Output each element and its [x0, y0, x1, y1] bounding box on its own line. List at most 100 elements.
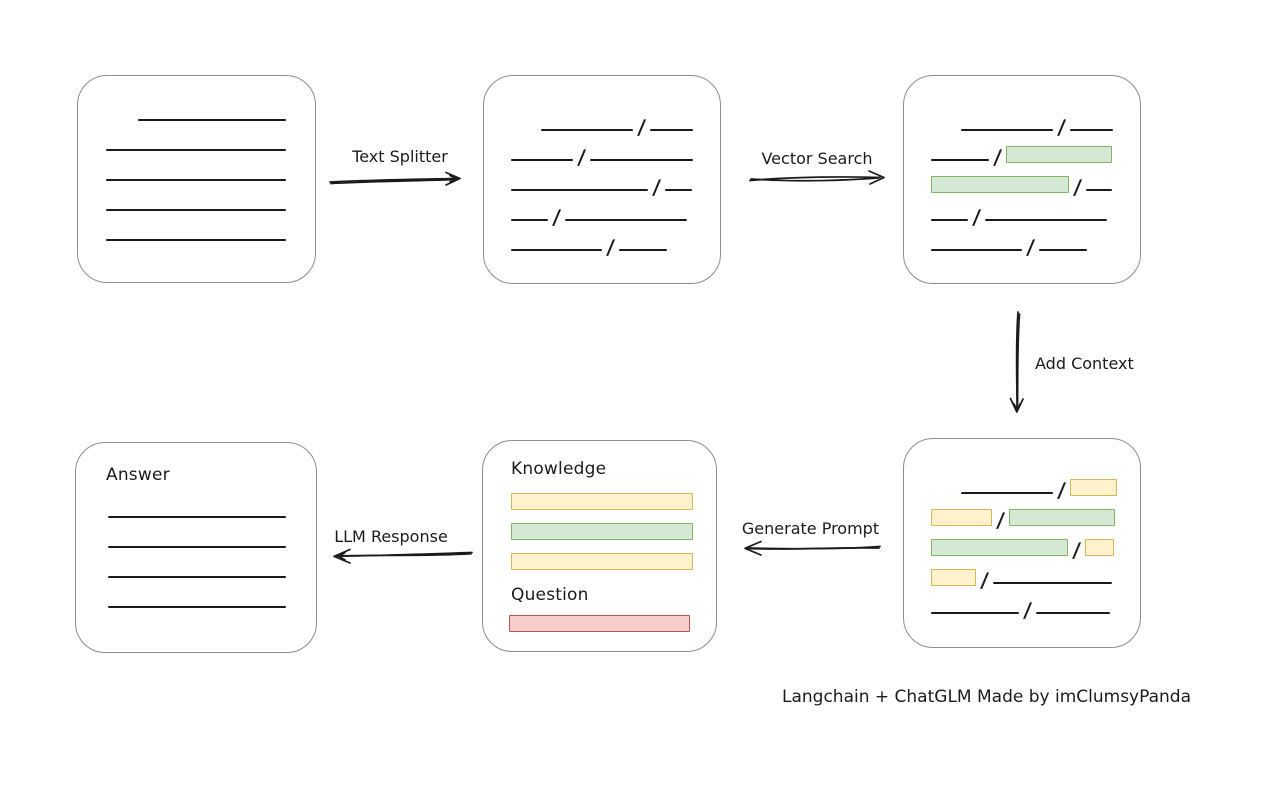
text-line-slot	[106, 124, 286, 154]
text-line	[106, 239, 286, 241]
text-line	[565, 219, 688, 221]
text-splitter-label: Text Splitter	[352, 147, 448, 166]
red-highlight-bar	[509, 615, 690, 632]
vector-matches-box: /////	[903, 75, 1141, 284]
split-chunk-rows: /////	[511, 104, 694, 259]
text-line	[1070, 129, 1114, 131]
vector-search-label: Vector Search	[761, 149, 873, 168]
text-line	[961, 129, 1053, 131]
text-line	[108, 546, 286, 548]
text-line	[931, 219, 968, 221]
yellow-highlight-bar	[1085, 539, 1115, 556]
text-line-slot	[108, 551, 286, 581]
chunk-row: /	[931, 164, 1113, 199]
knowledge-label: Knowledge	[511, 459, 607, 479]
chunk-row: /	[931, 527, 1117, 562]
yellow-highlight-bar	[931, 509, 992, 526]
text-line-slot	[106, 214, 286, 244]
generate-prompt-label: Generate Prompt	[741, 519, 880, 538]
chunk-row: /	[931, 497, 1117, 532]
slash-separator: /	[1025, 235, 1036, 259]
question-label: Question	[511, 585, 589, 605]
yellow-highlight-bar	[931, 569, 976, 586]
vector-search-arrow	[749, 170, 885, 185]
text-line	[138, 119, 286, 121]
slash-separator: /	[1022, 598, 1033, 622]
text-line	[106, 209, 286, 211]
green-highlight-bar	[511, 523, 693, 540]
bar-slot	[509, 611, 690, 641]
bar-slot	[511, 549, 693, 579]
chunk-row: /	[931, 134, 1113, 169]
chunk-row: /	[931, 224, 1113, 259]
text-line	[511, 159, 573, 161]
text-line	[931, 249, 1022, 251]
generate-prompt-arrow	[744, 540, 881, 556]
text-line-slot	[106, 184, 286, 214]
text-line	[511, 189, 648, 191]
add-context-arrow	[1009, 311, 1024, 413]
text-line	[1039, 249, 1088, 251]
text-line	[619, 249, 668, 251]
text-line	[541, 129, 633, 131]
text-line	[106, 179, 286, 181]
text-line	[1086, 189, 1113, 191]
text-line-slot	[106, 94, 286, 124]
yellow-highlight-bar	[511, 493, 693, 510]
chunk-row: /	[511, 164, 693, 199]
text-line	[665, 189, 693, 191]
llm-response-label: LLM Response	[334, 527, 448, 546]
chunk-row: /	[511, 224, 693, 259]
bar-slot	[511, 519, 693, 549]
text-line-slot	[108, 491, 286, 521]
chunk-row: /	[931, 587, 1117, 622]
add-context-label: Add Context	[1035, 354, 1134, 373]
question-bars	[509, 611, 690, 641]
context-chunks-box: /////	[903, 438, 1141, 648]
chunk-row: /	[961, 467, 1118, 502]
text-line	[961, 492, 1053, 494]
answer-box: Answer	[75, 442, 317, 653]
answer-label: Answer	[106, 465, 170, 485]
text-line	[108, 576, 286, 578]
text-line	[650, 129, 694, 131]
split-chunks-box: /////	[483, 75, 721, 284]
green-highlight-bar	[1009, 509, 1116, 526]
yellow-highlight-bar	[511, 553, 693, 570]
text-line	[590, 159, 694, 161]
text-line	[985, 219, 1108, 221]
knowledge-bars	[511, 489, 693, 579]
answer-lines	[108, 491, 286, 611]
green-highlight-bar	[931, 539, 1068, 556]
document-lines	[106, 94, 286, 244]
chunk-row: /	[931, 557, 1117, 592]
text-line	[106, 149, 286, 151]
text-line-slot	[106, 154, 286, 184]
green-highlight-bar	[1006, 146, 1113, 163]
chunk-row: /	[931, 194, 1113, 229]
text-line-slot	[108, 521, 286, 551]
prompt-box: Knowledge Question	[482, 440, 717, 652]
text-line	[108, 606, 286, 608]
green-highlight-bar	[931, 176, 1069, 193]
diagram-caption: Langchain + ChatGLM Made by imClumsyPand…	[782, 687, 1191, 707]
yellow-highlight-bar	[1070, 479, 1118, 496]
chunk-row: /	[511, 134, 694, 169]
text-splitter-arrow	[329, 171, 461, 186]
chunk-row: /	[961, 104, 1114, 139]
text-line	[108, 516, 286, 518]
slash-separator: /	[605, 235, 616, 259]
chunk-row: /	[511, 194, 693, 229]
source-document-box	[77, 75, 316, 283]
chunk-row: /	[541, 104, 694, 139]
text-line	[931, 612, 1019, 614]
text-line	[1036, 612, 1111, 614]
text-line-slot	[108, 581, 286, 611]
context-chunk-rows: /////	[931, 467, 1118, 622]
text-line	[931, 159, 989, 161]
text-line	[511, 249, 602, 251]
text-line	[511, 219, 548, 221]
llm-response-arrow	[333, 548, 473, 564]
text-line	[993, 582, 1113, 584]
